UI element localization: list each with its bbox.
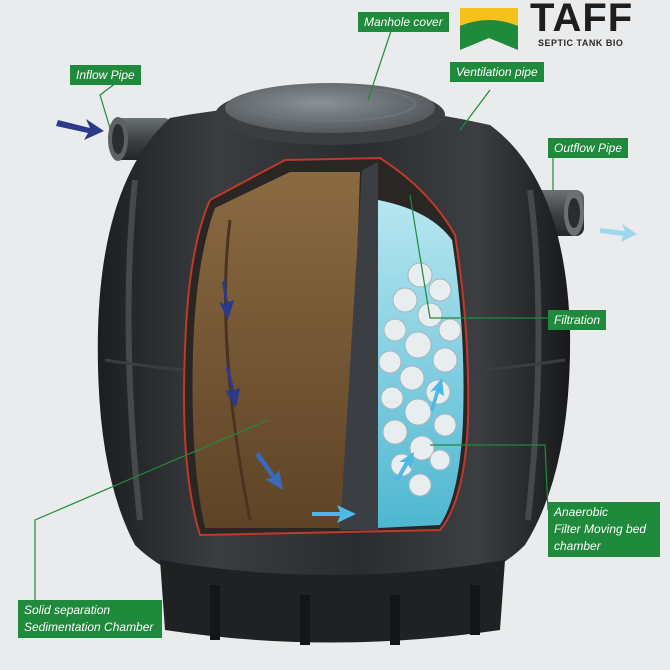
leader-lines [34,27,554,600]
label-inflow-pipe: Inflow Pipe [70,65,141,85]
label-outflow-pipe: Outflow Pipe [548,138,629,158]
label-solid-separation: Solid separation Sedimentation Chamber [18,600,162,638]
label-anaerobic-line3: chamber [554,539,601,553]
sedimentation-chamber [192,172,360,528]
filter-media [378,262,462,497]
down-arrow-1 [219,280,234,320]
manhole-cover [215,83,445,145]
inflow-arrow [56,119,104,140]
brand-wordmark: TAFF SEPTIC TANK BIO [458,0,670,56]
inflow-pipe [108,117,172,161]
diag-arrow [255,452,283,490]
label-anaerobic-line1: Anaerobic [554,505,609,519]
up-arrow-2 [430,378,444,412]
brand-subtitle: SEPTIC TANK BIO [538,38,624,48]
label-manhole-cover: Manhole cover [358,12,449,32]
outflow-arrow [600,224,637,242]
down-arrow-2 [225,366,240,408]
label-solid-line2: Sedimentation Chamber [24,620,154,634]
cutaway-interior [183,156,470,537]
flow-arrows [56,119,637,523]
label-ventilation-pipe: Ventilation pipe [450,62,544,82]
label-solid-line1: Solid separation [24,603,111,617]
brand-name: TAFF [530,0,634,40]
up-arrow-1 [395,452,414,483]
label-anaerobic-filter: Anaerobic Filter Moving bed chamber [548,502,660,557]
taff-logo-mark [460,8,518,50]
transfer-arrow [312,505,356,523]
label-anaerobic-line2: Filter Moving bed [554,522,647,536]
label-filtration: Filtration [548,310,607,330]
